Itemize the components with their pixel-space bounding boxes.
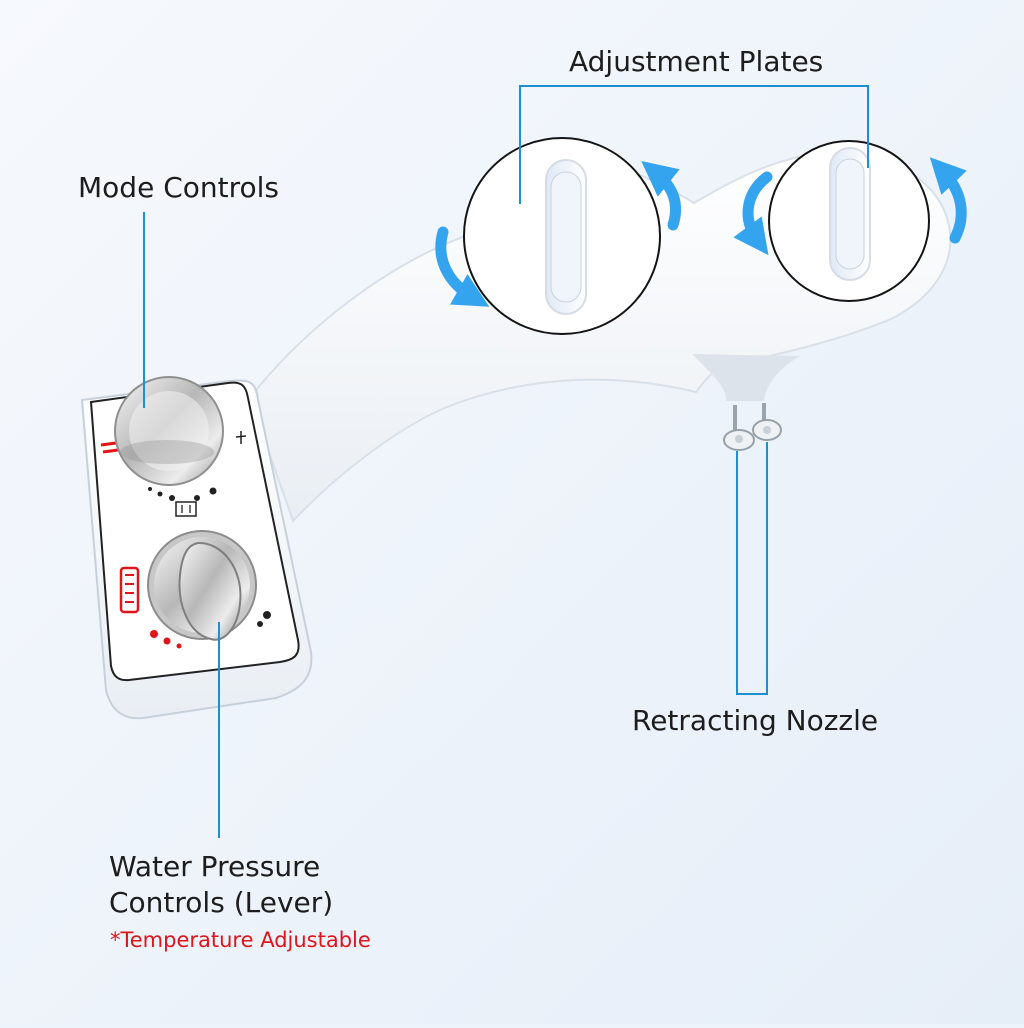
nozzle-housing — [692, 354, 800, 401]
pressure-dots — [150, 611, 271, 649]
retracting-nozzle-callout-line — [736, 442, 768, 695]
panel-markings — [100, 431, 247, 614]
mode-controls-label: Mode Controls — [78, 171, 279, 204]
callout-lines — [143, 85, 869, 838]
mode-scale — [148, 487, 217, 501]
adjustment-plate-left[interactable] — [463, 137, 661, 335]
adjustment-plate-right[interactable] — [768, 140, 930, 302]
pressure-lever-icon[interactable] — [147, 530, 257, 641]
water-pressure-label-line-1: Water Pressure — [109, 850, 321, 883]
temperature-note: *Temperature Adjustable — [110, 928, 371, 952]
retracting-nozzle-label: Retracting Nozzle — [632, 704, 879, 737]
rotation-arrow-icon — [435, 157, 967, 307]
mode-knob-icon[interactable] — [114, 376, 224, 486]
adjustment-plates-label: Adjustment Plates — [569, 45, 824, 78]
adjustment-plates-callout-line — [519, 85, 869, 204]
water-pressure-label-line-2: Controls (Lever) — [109, 885, 334, 919]
water-pressure-label: Water Pressure Controls (Lever) — [109, 849, 333, 921]
nozzle-icon — [723, 403, 782, 451]
